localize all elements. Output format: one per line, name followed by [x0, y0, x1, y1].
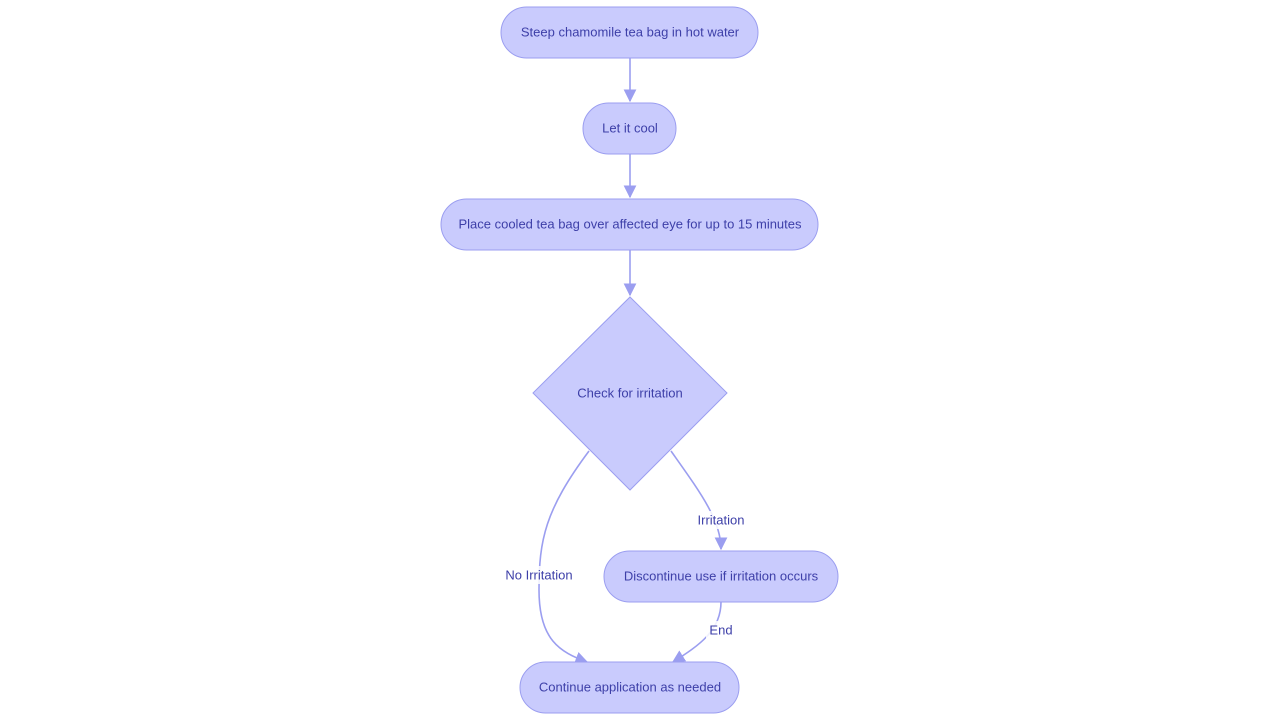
node-continue-label: Continue application as needed: [539, 680, 721, 695]
node-steep-label: Steep chamomile tea bag in hot water: [521, 25, 740, 40]
edge-label-end: End: [709, 623, 732, 638]
node-discontinue-label: Discontinue use if irritation occurs: [624, 569, 819, 584]
edge-check-to-discontinue: [670, 450, 728, 551]
node-place-label: Place cooled tea bag over affected eye f…: [458, 217, 802, 232]
node-steep: Steep chamomile tea bag in hot water: [500, 6, 759, 59]
node-check-label: Check for irritation: [577, 386, 682, 401]
node-check: Check for irritation: [532, 296, 728, 491]
edge-check-to-continue: [538, 450, 590, 664]
node-discontinue: Discontinue use if irritation occurs: [603, 550, 839, 603]
edge-labels: Irritation No Irritation End: [501, 511, 748, 639]
edge-label-irritation: Irritation: [698, 513, 745, 528]
node-cool-label: Let it cool: [602, 121, 658, 136]
edge-label-no-irritation: No Irritation: [505, 568, 572, 583]
node-cool: Let it cool: [582, 102, 677, 155]
nodes: Steep chamomile tea bag in hot water Let…: [440, 6, 839, 714]
node-continue: Continue application as needed: [519, 661, 740, 714]
node-place: Place cooled tea bag over affected eye f…: [440, 198, 819, 251]
